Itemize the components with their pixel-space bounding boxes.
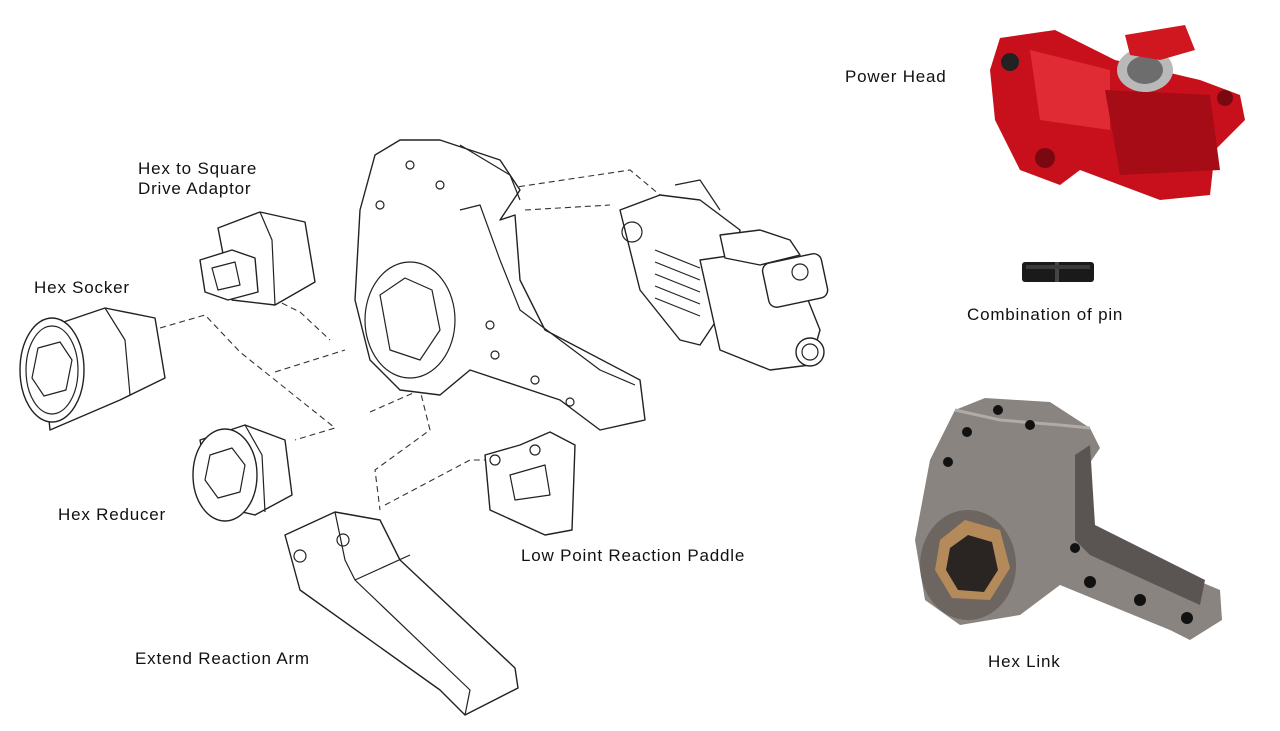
hex-link-photo	[915, 398, 1222, 640]
power-head-photo	[990, 25, 1245, 200]
assembly-dashed-lines	[159, 169, 661, 511]
label-hex-square-line2: Drive Adaptor	[138, 179, 252, 198]
label-combination-of-pin: Combination of pin	[967, 305, 1124, 324]
label-low-point-paddle: Low Point Reaction Paddle	[521, 546, 746, 565]
hex-reducer-drawing	[192, 424, 293, 522]
label-hex-link: Hex Link	[988, 652, 1061, 671]
label-power-head: Power Head	[845, 67, 947, 86]
hex-square-adaptor-drawing	[199, 211, 316, 306]
label-hex-reducer: Hex Reducer	[58, 505, 167, 524]
hex-socket-drawing	[19, 307, 166, 431]
reaction-paddle-drawing	[484, 431, 576, 536]
label-hex-square-line1: Hex to Square	[138, 159, 258, 178]
label-extend-reaction-arm: Extend Reaction Arm	[135, 649, 310, 668]
hex-link-drawing	[354, 139, 646, 431]
power-head-drawing	[619, 179, 829, 371]
label-hex-socket: Hex Socker	[34, 278, 130, 297]
pin-photo	[1022, 262, 1094, 282]
reaction-arm-drawing	[284, 511, 519, 716]
